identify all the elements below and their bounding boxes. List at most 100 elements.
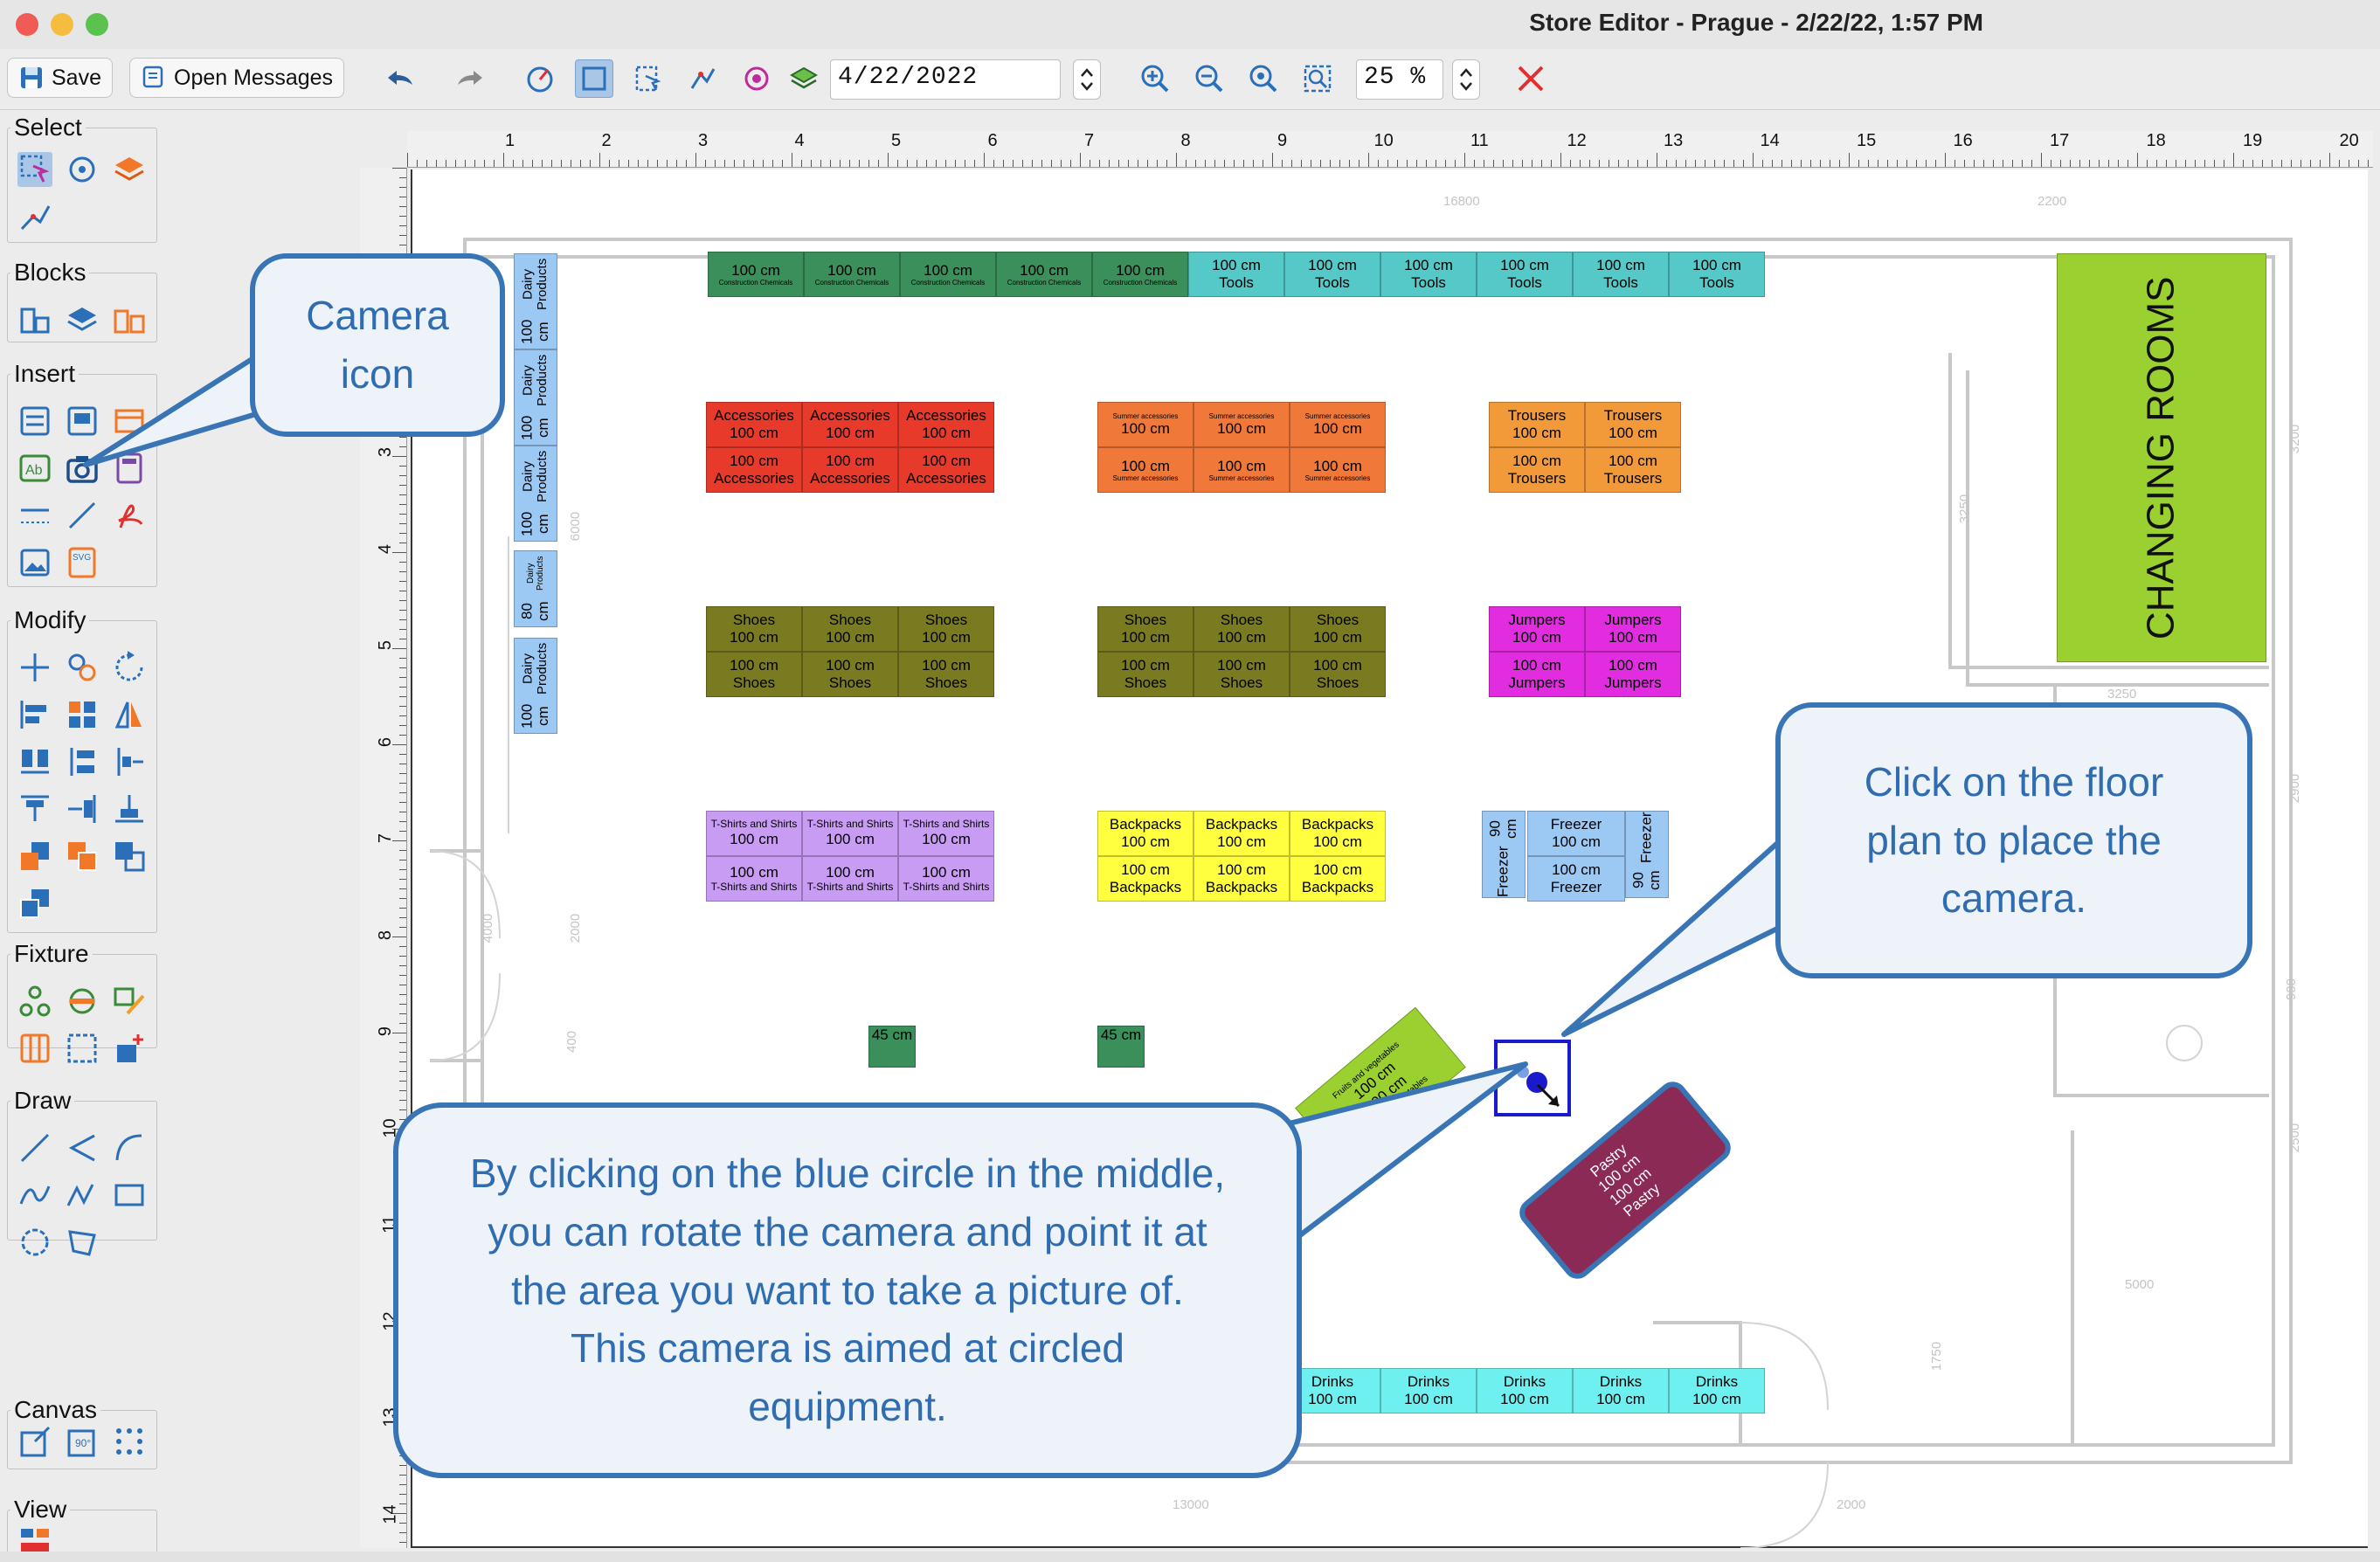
insert-line-tool[interactable] (65, 498, 100, 533)
save-button[interactable]: Save (7, 58, 113, 98)
measure-button[interactable] (521, 59, 559, 98)
shelf-block[interactable]: 45 cm (1097, 1026, 1145, 1068)
undo-button[interactable] (381, 59, 419, 98)
fixture-tool-1[interactable] (17, 984, 52, 1019)
fixture-tool-5[interactable] (65, 1031, 100, 1066)
shelf-block[interactable]: 45 cm (868, 1026, 916, 1068)
insert-svg-tool[interactable]: SVG (65, 545, 100, 580)
rotate-tool[interactable] (112, 650, 147, 685)
camera-selection-box[interactable] (1494, 1040, 1571, 1116)
align-center-tool[interactable] (65, 791, 100, 826)
close-editor-button[interactable] (1512, 59, 1550, 98)
move-tool[interactable] (17, 650, 52, 685)
grid-tool[interactable] (65, 697, 100, 732)
draw-zigzag-tool[interactable] (65, 1178, 100, 1213)
draw-polygon-tool[interactable] (65, 1225, 100, 1260)
date-stepper[interactable] (1073, 59, 1101, 100)
insert-label-tool[interactable]: Ab (17, 451, 52, 486)
mirror-tool[interactable] (112, 697, 147, 732)
ungroup-tool[interactable] (17, 886, 52, 921)
canvas-resize-tool[interactable] (17, 1424, 52, 1459)
align-right-tool[interactable] (112, 744, 147, 779)
draw-curve-tool[interactable] (17, 1178, 52, 1213)
distribute-tool[interactable] (17, 744, 52, 779)
draw-circle-tool[interactable] (17, 1225, 52, 1260)
minimize-window-button[interactable] (51, 13, 73, 36)
redo-button[interactable] (451, 59, 489, 98)
insert-pdf-tool[interactable] (112, 498, 147, 533)
zoom-out-button[interactable] (1190, 59, 1228, 98)
draw-rectangle-tool[interactable] (112, 1178, 147, 1213)
block-tool-1[interactable] (17, 302, 52, 337)
draw-polyline-tool[interactable] (65, 1130, 100, 1165)
block-tool-3[interactable] (112, 302, 147, 337)
layers-button[interactable] (785, 59, 823, 98)
fixture-tool-6[interactable] (112, 1031, 147, 1066)
fixture-tool-2[interactable] (65, 984, 100, 1019)
select-layer-tool[interactable] (112, 152, 147, 187)
insert-text-block-tool[interactable] (17, 404, 52, 439)
zoom-window-button[interactable] (86, 13, 108, 36)
insert-dimension-tool[interactable] (17, 498, 52, 533)
camera-rotate-handle[interactable] (1517, 1066, 1529, 1078)
insert-sign-tool[interactable] (112, 404, 147, 439)
insert-calculator-tool[interactable] (112, 451, 147, 486)
bring-front-tool[interactable] (17, 839, 52, 874)
date-field[interactable]: 4/22/2022 (830, 59, 1061, 100)
canvas-grid-tool[interactable] (112, 1424, 147, 1459)
select-tool[interactable] (17, 152, 52, 187)
open-messages-button[interactable]: Open Messages (129, 58, 345, 98)
canvas-rotate-tool[interactable]: 90° (65, 1424, 100, 1459)
zoom-stepper[interactable] (1452, 59, 1480, 100)
select-path-tool[interactable] (17, 199, 52, 234)
